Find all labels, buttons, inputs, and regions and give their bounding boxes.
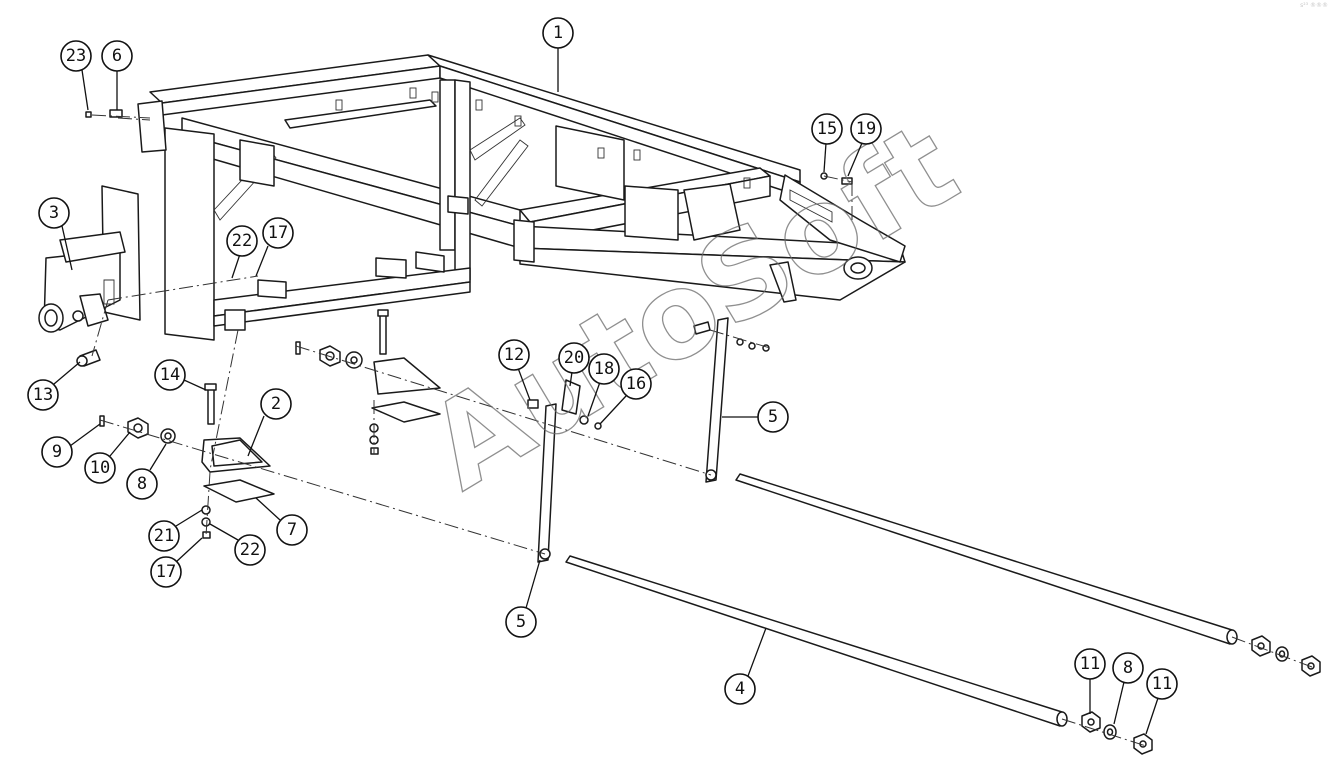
plate-6 bbox=[109, 109, 123, 118]
axle-end-hardware-rear bbox=[1251, 635, 1321, 677]
callout-5-left-label: 5 bbox=[516, 612, 526, 632]
callout-22-bottom-label: 22 bbox=[240, 540, 260, 560]
callout-3: 3 bbox=[38, 197, 73, 271]
callout-8-left-label: 8 bbox=[137, 474, 147, 494]
callout-9-label: 9 bbox=[52, 442, 62, 462]
callout-16-label: 16 bbox=[626, 374, 646, 394]
callout-8-right: 8 bbox=[1112, 652, 1144, 725]
callout-15-label: 15 bbox=[817, 119, 837, 139]
callout-19-label: 19 bbox=[856, 119, 876, 139]
frame-mounting-tabs bbox=[335, 87, 751, 189]
hanger-link-left bbox=[537, 403, 557, 563]
callout-14: 14 bbox=[154, 359, 207, 391]
axle-bar-rear bbox=[735, 473, 1238, 645]
callout-4: 4 bbox=[724, 627, 767, 705]
callout-19: 19 bbox=[847, 113, 882, 177]
callout-12-label: 12 bbox=[504, 345, 524, 365]
hitch-bracket bbox=[38, 185, 141, 333]
callout-11-left: 11 bbox=[1074, 648, 1106, 714]
callout-12: 12 bbox=[498, 339, 531, 401]
callout-22-top-label: 22 bbox=[232, 231, 252, 251]
main-frame bbox=[137, 54, 906, 341]
callout-17-top: 17 bbox=[255, 217, 294, 277]
callout-10-label: 10 bbox=[90, 458, 110, 478]
callout-10: 10 bbox=[84, 431, 131, 484]
callout-17-top-label: 17 bbox=[268, 223, 288, 243]
callout-23: 23 bbox=[60, 40, 92, 111]
callout-17-bottom: 17 bbox=[150, 537, 203, 588]
callout-7-label: 7 bbox=[287, 520, 297, 540]
callout-13-label: 13 bbox=[33, 385, 53, 405]
callout-14-label: 14 bbox=[160, 365, 180, 385]
callout-1-label: 1 bbox=[553, 23, 563, 43]
callout-3-label: 3 bbox=[49, 203, 59, 223]
axle-mount-center bbox=[295, 309, 441, 455]
callout-6: 6 bbox=[101, 40, 133, 110]
callout-18-label: 18 bbox=[594, 359, 614, 379]
callout-2: 2 bbox=[247, 388, 292, 457]
callout-21: 21 bbox=[148, 509, 203, 552]
bolt-13 bbox=[76, 349, 101, 367]
callout-16: 16 bbox=[599, 368, 652, 425]
callout-5-left: 5 bbox=[505, 559, 541, 638]
callout-22-top: 22 bbox=[226, 225, 258, 279]
callout-4-label: 4 bbox=[735, 679, 745, 699]
axle-end-hardware-front bbox=[1081, 711, 1153, 755]
callout-17-bottom-label: 17 bbox=[156, 562, 176, 582]
callout-11-left-label: 11 bbox=[1080, 654, 1100, 674]
center-small-hardware bbox=[527, 379, 602, 430]
callout-2-label: 2 bbox=[271, 394, 281, 414]
callout-1: 1 bbox=[542, 17, 574, 92]
callout-9: 9 bbox=[41, 423, 101, 468]
callout-6-label: 6 bbox=[112, 46, 122, 66]
bolt-23 bbox=[85, 111, 92, 118]
callout-18: 18 bbox=[587, 353, 620, 417]
callout-5-right-label: 5 bbox=[768, 407, 778, 427]
axle-bar-front bbox=[565, 555, 1068, 727]
hitch-hardware bbox=[99, 415, 176, 444]
callout-22-bottom: 22 bbox=[209, 523, 266, 566]
callout-20: 20 bbox=[558, 342, 590, 387]
callout-8-right-label: 8 bbox=[1123, 658, 1133, 678]
corner-watermark-mark: s²³ ®®® bbox=[1300, 2, 1328, 9]
callout-5-right: 5 bbox=[722, 401, 789, 433]
callout-15: 15 bbox=[811, 113, 843, 173]
axle-mount-left bbox=[201, 383, 275, 539]
callout-8-left: 8 bbox=[126, 443, 167, 500]
callout-11-right-label: 11 bbox=[1152, 674, 1172, 694]
assembly-axis-lines bbox=[91, 114, 1313, 747]
callout-23-label: 23 bbox=[66, 46, 86, 66]
callout-13: 13 bbox=[27, 361, 81, 411]
callout-20-label: 20 bbox=[564, 348, 584, 368]
callout-21-label: 21 bbox=[154, 526, 174, 546]
callout-11-right: 11 bbox=[1145, 668, 1178, 735]
callout-7: 7 bbox=[255, 497, 308, 546]
